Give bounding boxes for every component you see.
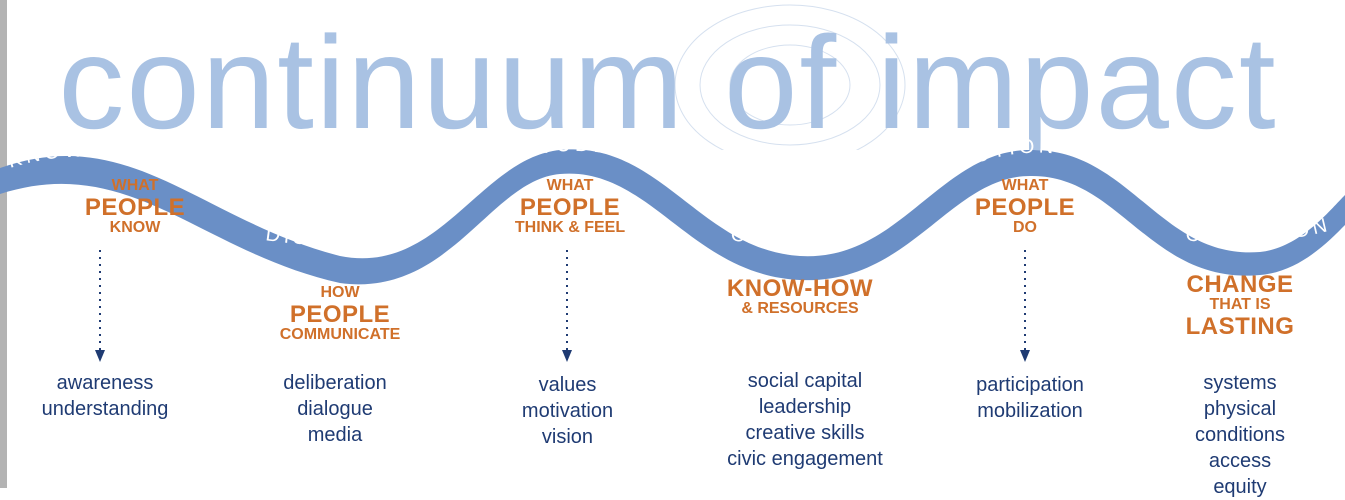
question-know-how: KNOW-HOW & RESOURCES: [726, 275, 874, 318]
wave-ribbon: KNOWLEDGE DISCOURSE ATTITUDES CAPACITY A…: [0, 149, 1345, 285]
dotted-arrow-3: [1020, 250, 1030, 362]
compass-watermark: [674, 4, 906, 150]
items-participation: participation mobilization: [976, 374, 1084, 422]
items-systems: systems physical conditions access equit…: [1194, 372, 1286, 498]
page-title: continuum of impact: [58, 9, 1277, 150]
title-graphic: continuum of impact: [58, 4, 1277, 150]
question-what-people-think-feel: WHAT PEOPLE THINK & FEEL: [514, 177, 626, 236]
question-what-people-know: WHAT PEOPLE KNOW: [84, 177, 186, 236]
wave-band: [0, 149, 1345, 285]
question-what-people-do: WHAT PEOPLE DO: [974, 177, 1076, 236]
question-change-that-is-lasting: CHANGE THAT IS LASTING: [1185, 271, 1295, 340]
question-how-people-communicate: HOW PEOPLE COMMUNICATE: [279, 284, 401, 343]
dotted-arrow-1: [95, 250, 105, 362]
items-awareness: awareness understanding: [41, 372, 169, 420]
wave-label-capacity: CAPACITY: [729, 218, 860, 249]
wave-label-discourse: DISCOURSE: [264, 215, 419, 250]
items-social-capital: social capital leadership creative skill…: [727, 370, 883, 470]
items-deliberation: deliberation dialogue media: [283, 372, 387, 446]
items-values: values motivation vision: [521, 374, 614, 448]
left-border: [0, 0, 7, 488]
dotted-arrow-2: [562, 250, 572, 362]
